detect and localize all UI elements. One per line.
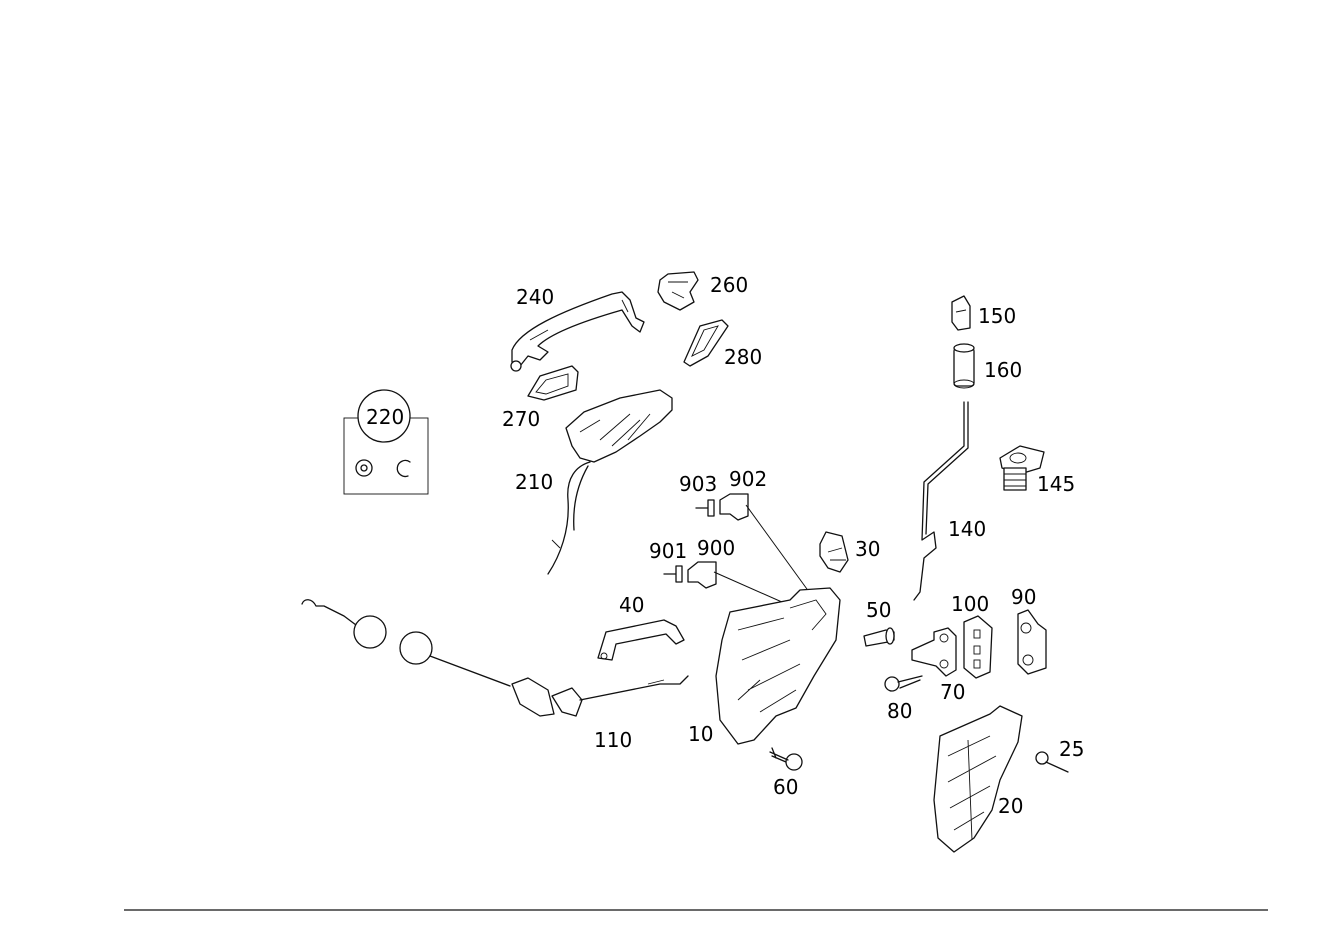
part-140-rod[interactable] <box>913 401 969 601</box>
callout-60: 60 <box>773 775 798 799</box>
part-210-handle-carrier[interactable] <box>547 389 673 575</box>
callout-902: 902 <box>729 467 767 491</box>
part-80-screw[interactable] <box>884 675 923 692</box>
callout-220: 220 <box>366 405 404 429</box>
part-10-door-lock[interactable] <box>715 587 841 745</box>
callout-40: 40 <box>619 593 644 617</box>
callout-20: 20 <box>998 794 1023 818</box>
part-160-sleeve[interactable] <box>953 343 975 389</box>
part-145-lock-knob[interactable] <box>999 445 1045 491</box>
callout-260: 260 <box>710 273 748 297</box>
part-60-screw[interactable] <box>769 747 803 771</box>
part-25-pin[interactable] <box>1035 751 1069 773</box>
callout-280: 280 <box>724 345 762 369</box>
part-50-bolt[interactable] <box>863 627 895 647</box>
callout-140: 140 <box>948 517 986 541</box>
callout-145: 145 <box>1037 472 1075 496</box>
part-150-clip[interactable] <box>951 295 971 331</box>
callout-90: 90 <box>1011 585 1036 609</box>
callout-270: 270 <box>502 407 540 431</box>
part-20-cover[interactable] <box>933 705 1023 853</box>
part-110-bowden-cable[interactable] <box>301 599 689 717</box>
callout-240: 240 <box>516 285 554 309</box>
callout-150: 150 <box>978 304 1016 328</box>
part-90-shim[interactable] <box>1017 609 1047 675</box>
callout-30: 30 <box>855 537 880 561</box>
part-100-plate[interactable] <box>963 615 993 679</box>
callout-110: 110 <box>594 728 632 752</box>
callout-70: 70 <box>940 680 965 704</box>
callout-160: 160 <box>984 358 1022 382</box>
part-40-bracket[interactable] <box>597 619 685 661</box>
callout-10: 10 <box>688 722 713 746</box>
part-220-kit[interactable] <box>343 389 429 495</box>
part-260-cap[interactable] <box>657 271 699 311</box>
callout-100: 100 <box>951 592 989 616</box>
part-900-901-bushing[interactable] <box>663 561 801 611</box>
part-270-seal[interactable] <box>527 365 579 401</box>
part-902-903-bushing[interactable] <box>695 493 813 597</box>
callout-80: 80 <box>887 699 912 723</box>
part-280-gasket[interactable] <box>683 319 729 367</box>
callout-901: 901 <box>649 539 687 563</box>
part-30-clip[interactable] <box>819 531 849 573</box>
callout-50: 50 <box>866 598 891 622</box>
callout-210: 210 <box>515 470 553 494</box>
callout-903: 903 <box>679 472 717 496</box>
part-70-striker[interactable] <box>911 627 957 677</box>
part-240-outer-handle[interactable] <box>510 291 645 372</box>
callout-25: 25 <box>1059 737 1084 761</box>
callout-900: 900 <box>697 536 735 560</box>
